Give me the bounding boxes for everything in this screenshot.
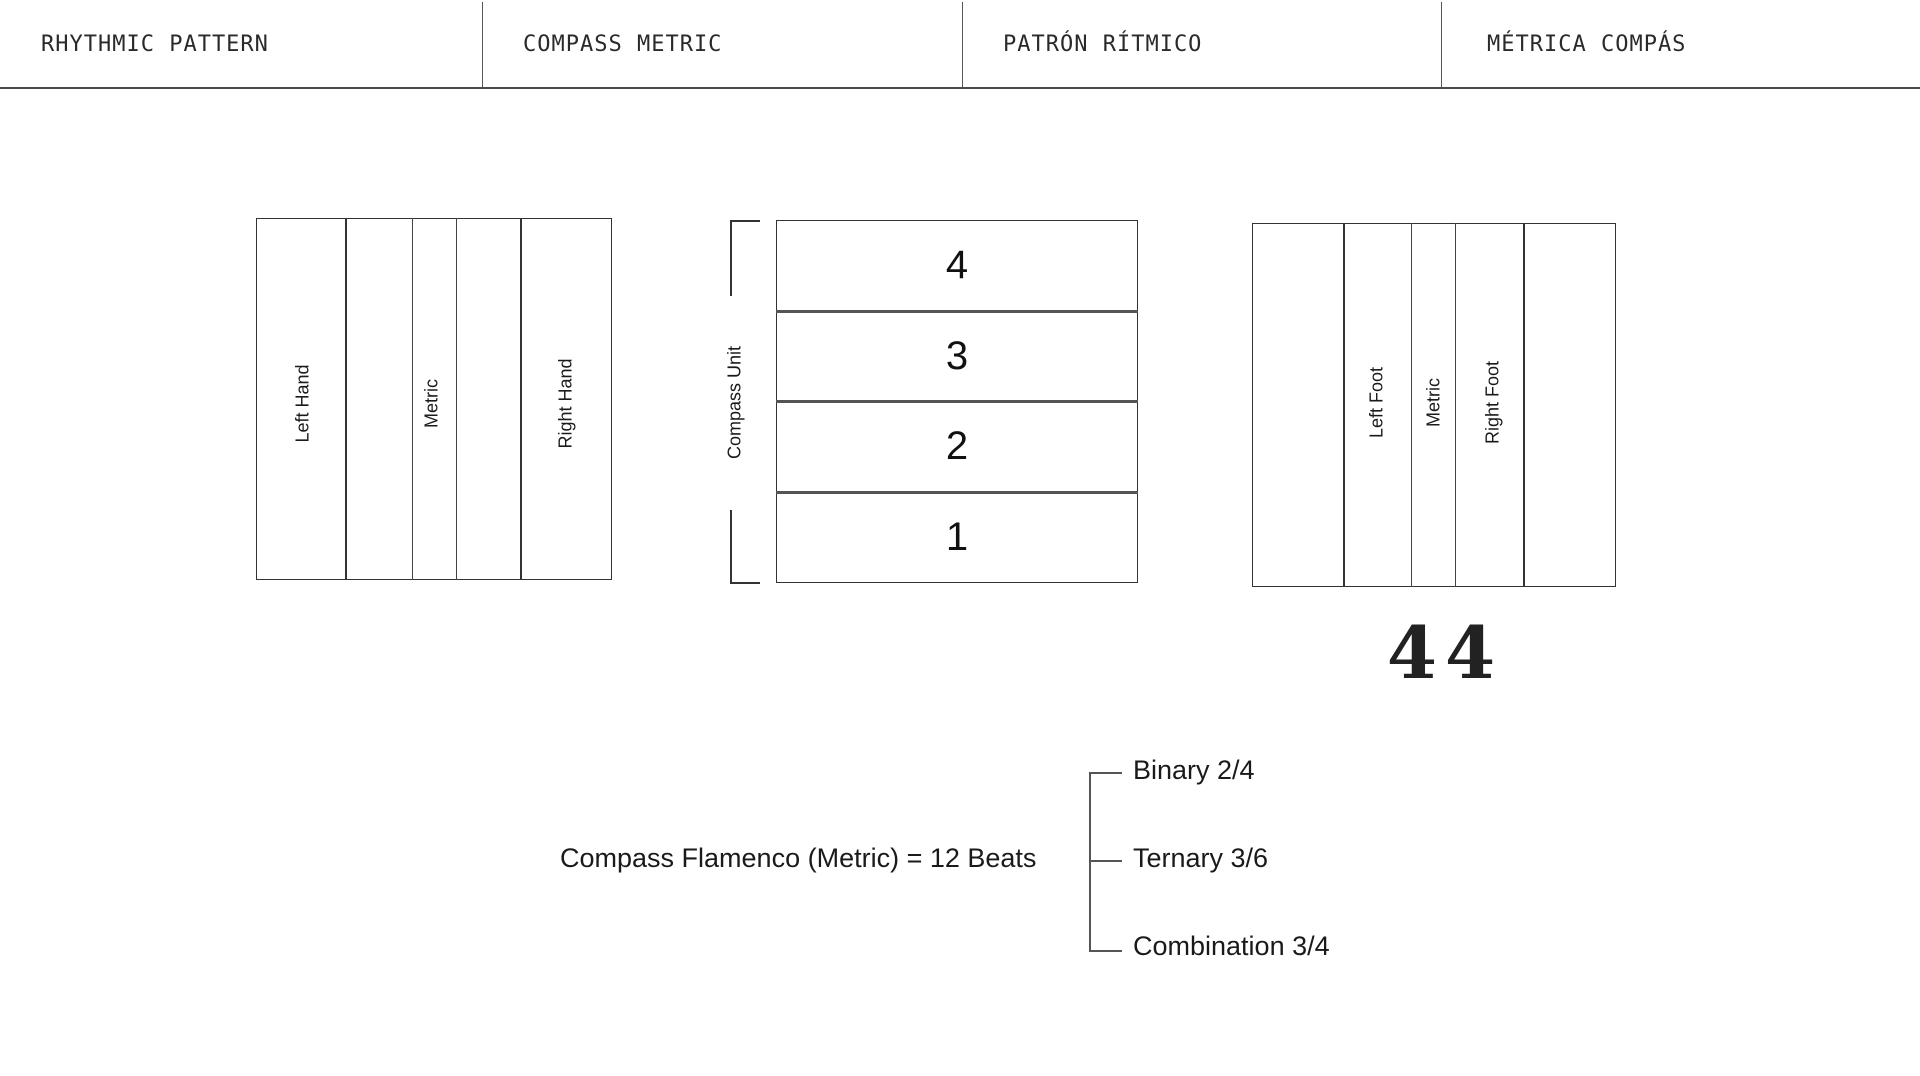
row-divider <box>776 310 1138 313</box>
column-divider <box>1343 223 1345 587</box>
hands-diagram-frame <box>256 218 612 580</box>
beat-4: 4 <box>776 220 1138 311</box>
tree-trunk <box>1089 772 1091 952</box>
tree-branch-line <box>1089 860 1122 862</box>
nav-divider <box>482 2 483 88</box>
beat-1: 1 <box>776 492 1138 583</box>
beat-2: 2 <box>776 401 1138 492</box>
right-foot-label: Right Foot <box>1482 360 1503 445</box>
branch-ternary: Ternary 3/6 <box>1133 843 1269 873</box>
nav-patron-ritmico[interactable]: PATRÓN RÍTMICO <box>1003 31 1203 57</box>
metric-label: Metric <box>421 379 442 428</box>
right-hand-label: Right Hand <box>555 358 576 449</box>
nav-metrica-compas[interactable]: MÉTRICA COMPÁS <box>1487 31 1687 57</box>
compass-unit-label: Compass Unit <box>724 345 745 460</box>
bracket-top <box>730 220 760 296</box>
branch-binary: Binary 2/4 <box>1133 755 1255 785</box>
row-divider <box>776 491 1138 494</box>
feet-diagram-frame <box>1252 223 1616 587</box>
column-divider <box>1523 223 1525 587</box>
column-divider <box>456 218 457 580</box>
column-divider <box>520 218 522 580</box>
tree-branch-line <box>1089 772 1122 774</box>
branch-combination: Combination 3/4 <box>1133 931 1330 961</box>
bracket-bottom <box>730 510 760 584</box>
column-divider <box>1455 223 1456 587</box>
tree-branch-line <box>1089 950 1122 952</box>
left-foot-label: Left Foot <box>1366 366 1387 439</box>
top-navigation: RHYTHMIC PATTERN COMPASS METRIC PATRÓN R… <box>0 0 1920 89</box>
column-divider <box>345 218 347 580</box>
time-signature: 44 <box>1386 610 1504 695</box>
beat-3: 3 <box>776 311 1138 401</box>
row-divider <box>776 400 1138 403</box>
nav-divider <box>962 2 963 88</box>
formula-text: Compass Flamenco (Metric) = 12 Beats <box>560 843 1037 873</box>
metric-label: Metric <box>1423 378 1444 427</box>
nav-compass-metric[interactable]: COMPASS METRIC <box>523 31 723 57</box>
column-divider <box>1411 223 1412 587</box>
nav-rhythmic-pattern[interactable]: RHYTHMIC PATTERN <box>41 31 269 57</box>
left-hand-label: Left Hand <box>292 364 313 443</box>
nav-divider <box>1441 2 1442 88</box>
column-divider <box>412 218 413 580</box>
